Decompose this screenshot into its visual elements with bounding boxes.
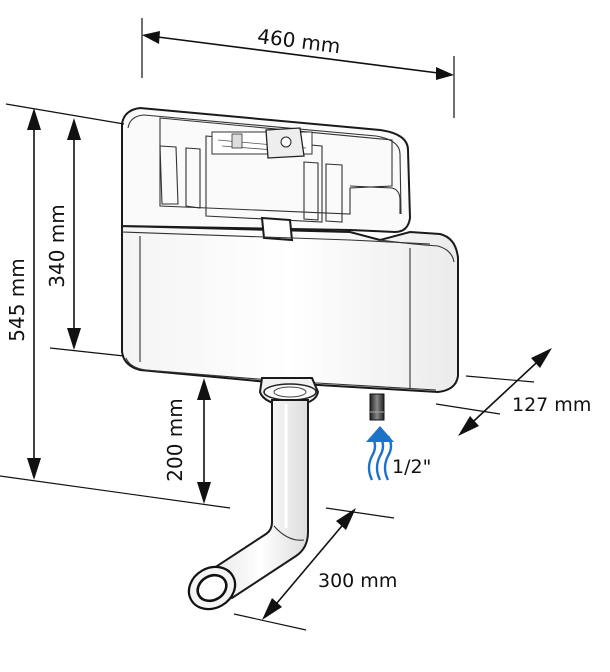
water-inlet [369, 393, 385, 421]
flush-mechanism [211, 127, 313, 159]
dimension-total-height-label: 545 mm [5, 258, 29, 342]
dimension-outlet-length: 300 mm [233, 507, 397, 631]
dimension-depth: 127 mm [435, 348, 591, 436]
dimension-cistern-height: 340 mm [45, 118, 125, 357]
dimension-outlet-height: 200 mm [163, 378, 211, 504]
dimension-depth-label: 127 mm [512, 394, 591, 416]
dimension-total-height: 545 mm [0, 103, 231, 509]
dimension-outlet-length-label: 300 mm [318, 570, 397, 592]
outlet-pipe [187, 377, 320, 611]
dimension-outlet-height-label: 200 mm [163, 398, 187, 482]
dimension-width-label: 460 mm [256, 24, 342, 58]
dimension-width: 460 mm [141, 18, 455, 118]
inlet-flow-arrow-icon [366, 426, 394, 481]
pipe-end [187, 565, 237, 611]
cistern-body [121, 106, 459, 394]
dimension-cistern-height-label: 340 mm [45, 204, 69, 288]
inlet-size-label: 1/2" [392, 456, 431, 478]
